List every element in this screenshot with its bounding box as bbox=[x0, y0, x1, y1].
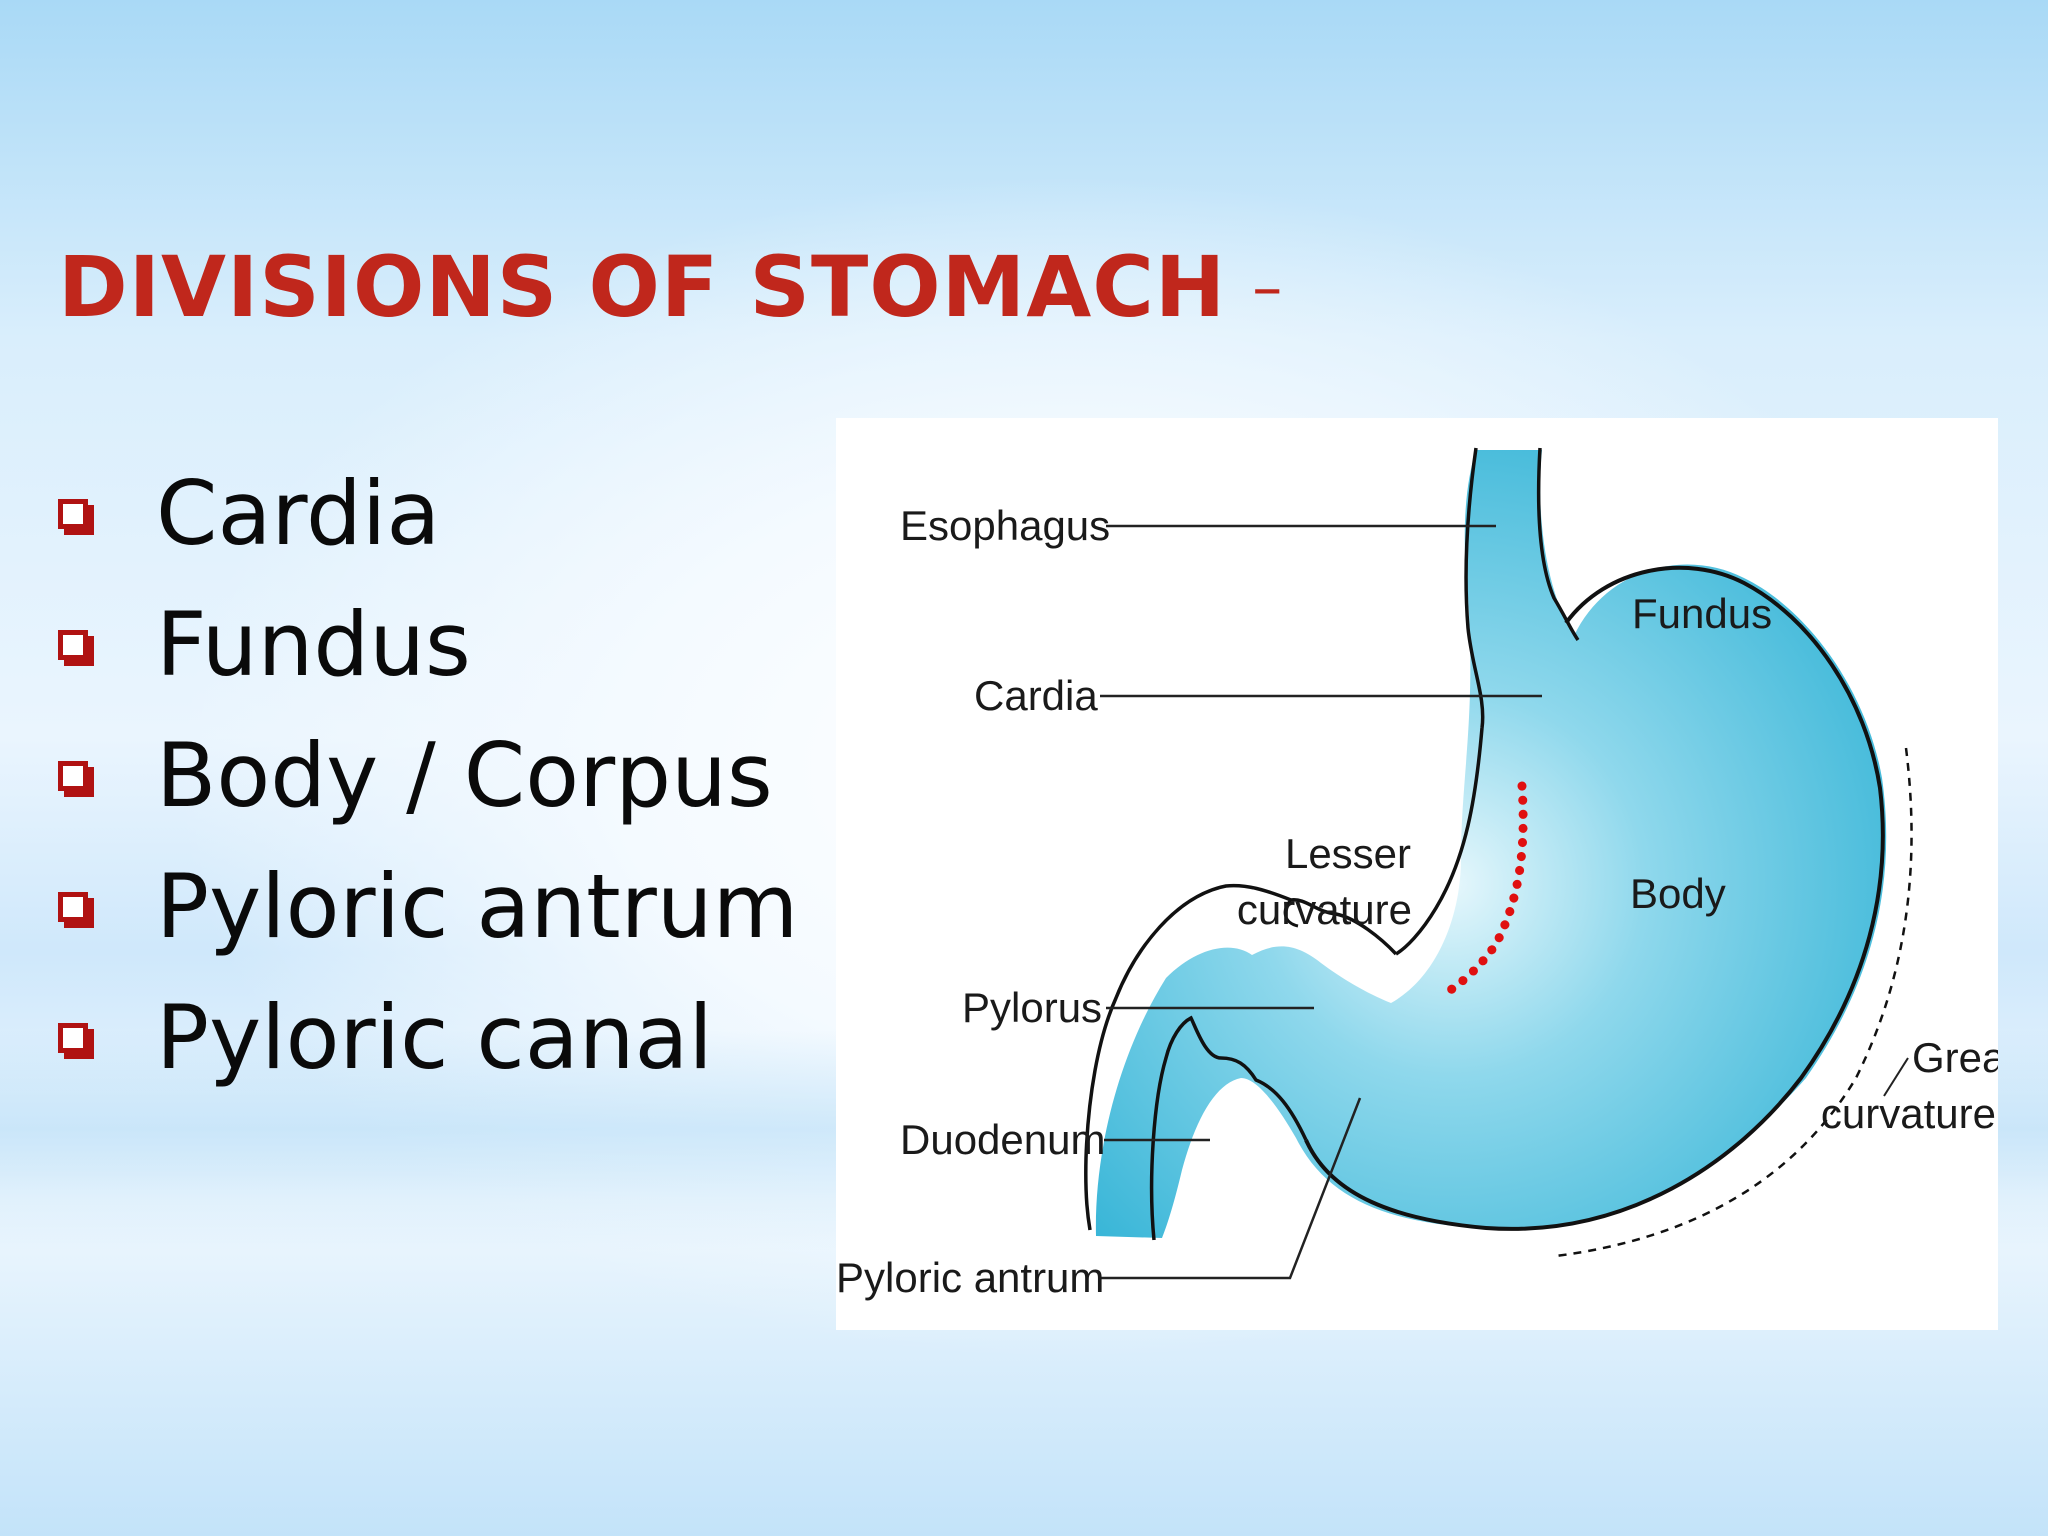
checkbox-icon bbox=[58, 760, 94, 797]
list-item: Body / Corpus bbox=[58, 710, 798, 841]
label-pylorus: Pylorus bbox=[962, 984, 1102, 1031]
pyloric-antrum-leader bbox=[1100, 1097, 1362, 1280]
label-lesser-line1: Lesser bbox=[1285, 830, 1411, 877]
title-text: DIVISIONS OF STOMACH bbox=[58, 238, 1227, 336]
label-lesser-line2: curvature bbox=[1237, 886, 1412, 933]
greater-curvature-outline bbox=[1304, 565, 1885, 1231]
checkbox-icon bbox=[58, 891, 94, 928]
label-greater-line1: Greater bbox=[1912, 1034, 1998, 1081]
stomach-illustration: Esophagus Cardia Fundus Lesser curvature… bbox=[836, 447, 1998, 1301]
stomach-diagram: Esophagus Cardia Fundus Lesser curvature… bbox=[836, 418, 1998, 1330]
lesser-curvature-highlight bbox=[1441, 781, 1528, 998]
greater-curvature-leader bbox=[1883, 1057, 1909, 1097]
checkbox-icon bbox=[58, 629, 94, 666]
bullet-body: Body / Corpus bbox=[156, 724, 773, 827]
list-item: Fundus bbox=[58, 579, 798, 710]
label-esophagus: Esophagus bbox=[900, 502, 1110, 549]
label-body: Body bbox=[1630, 870, 1726, 917]
pylorus-upper-outline bbox=[1084, 883, 1398, 1231]
label-duodenum: Duodenum bbox=[900, 1116, 1105, 1163]
bullet-cardia: Cardia bbox=[156, 462, 441, 565]
title-dash: – bbox=[1252, 253, 1284, 323]
list-item: Pyloric canal bbox=[58, 972, 798, 1103]
checkbox-icon bbox=[58, 498, 94, 535]
list-item: Pyloric antrum bbox=[58, 841, 798, 972]
label-cardia: Cardia bbox=[974, 672, 1098, 719]
lesser-curvature-outline bbox=[1395, 727, 1484, 956]
checkbox-icon bbox=[58, 1022, 94, 1059]
slide-title: DIVISIONS OF STOMACH– bbox=[58, 238, 1283, 336]
duodenum-inner-outline bbox=[1149, 1015, 1308, 1241]
bullet-pyloric-antrum: Pyloric antrum bbox=[156, 855, 799, 958]
stomach-body-shape bbox=[1095, 450, 1887, 1238]
divisions-list: Cardia Fundus Body / Corpus Pyloric antr… bbox=[58, 448, 798, 1103]
bullet-fundus: Fundus bbox=[156, 593, 471, 696]
label-fundus: Fundus bbox=[1632, 590, 1772, 637]
esophagus-right-wall bbox=[1536, 447, 1580, 642]
label-pyloric-antrum: Pyloric antrum bbox=[836, 1254, 1104, 1301]
pylorus-sphincter bbox=[1283, 898, 1299, 928]
bullet-pyloric-canal: Pyloric canal bbox=[156, 986, 713, 1089]
list-item: Cardia bbox=[58, 448, 798, 579]
label-greater-line2: curvature bbox=[1821, 1090, 1996, 1137]
